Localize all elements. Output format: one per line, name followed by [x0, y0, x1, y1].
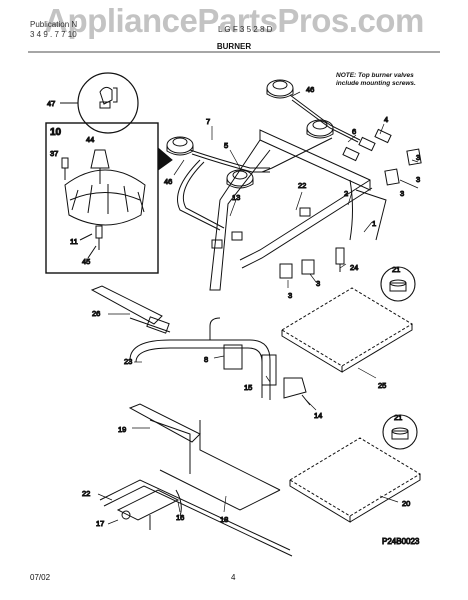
callout-15: 15 — [244, 383, 252, 392]
part-24 — [335, 247, 345, 272]
part-15 — [261, 354, 277, 386]
top-burner-rear-right — [266, 79, 294, 99]
callout-21b: 21 — [394, 413, 402, 422]
burner-tubes — [177, 94, 361, 231]
broil-burner-19 — [128, 403, 201, 474]
top-burner-left — [166, 136, 194, 156]
top-burner-right — [306, 119, 334, 139]
callout-2: 2 — [344, 189, 348, 198]
callout-18: 18 — [220, 515, 228, 524]
diagram-code: P24B0023 — [382, 537, 420, 546]
valves — [211, 128, 392, 249]
part-8 — [223, 344, 243, 370]
footer-page-number: 4 — [231, 573, 236, 582]
callout-44: 44 — [86, 135, 94, 144]
callout-4: 4 — [384, 115, 388, 124]
oven-burner-tube-23 — [129, 317, 271, 400]
mounting-plates — [279, 148, 422, 279]
detail-circle-21-lower — [382, 414, 418, 450]
inset-circle-47 — [60, 72, 139, 134]
callout-14: 14 — [314, 411, 322, 420]
callout-37: 37 — [50, 149, 58, 158]
callout-23: 23 — [124, 357, 132, 366]
ignition-wires — [349, 179, 387, 241]
callout-1: 1 — [372, 219, 376, 228]
callout-7: 7 — [206, 117, 210, 126]
publication-label: Publication N — [30, 20, 78, 29]
callout-11: 11 — [70, 237, 78, 246]
callout-24: 24 — [350, 263, 358, 272]
note-text: NOTE: Top burner valves include mounting… — [336, 72, 416, 88]
gas-manifold — [209, 129, 373, 291]
callout-46a: 46 — [164, 177, 172, 186]
valve-17 — [116, 489, 180, 530]
callout-19: 19 — [118, 425, 126, 434]
callout-47: 47 — [47, 99, 55, 108]
callout-3b: 3 — [416, 175, 420, 184]
leader-lines — [97, 91, 419, 525]
callout-3e: 3 — [316, 279, 320, 288]
callout-22b: 22 — [82, 489, 90, 498]
inset-box-10 — [45, 122, 173, 274]
callout-6: 6 — [352, 127, 356, 136]
callout-45: 45 — [82, 257, 90, 266]
callout-22a: 22 — [298, 181, 306, 190]
part-14-valve — [283, 377, 311, 406]
callout-26: 26 — [92, 309, 100, 318]
footer-date: 07/02 — [30, 573, 51, 582]
callout-13: 13 — [232, 193, 240, 202]
callout-3c: 3 — [400, 189, 404, 198]
callout-3a: 3 — [416, 153, 420, 162]
callout-16: 16 — [176, 513, 184, 522]
note-line-1: NOTE: Top burner valves — [336, 72, 414, 79]
note-line-2: include mounting screws. — [336, 80, 416, 87]
upper-shield-25 — [281, 287, 413, 373]
inset-box-label: 10 — [50, 127, 62, 138]
detail-circle-21-upper — [380, 266, 416, 302]
callout-17: 17 — [96, 519, 104, 528]
part-16 — [175, 489, 182, 517]
publication-number: 3 4 9 . 7 7 10 — [30, 30, 77, 39]
watermark: AppliancePartsPros.com — [44, 2, 424, 39]
callout-46b: 46 — [306, 85, 314, 94]
callout-8: 8 — [204, 355, 208, 364]
top-burner-center — [226, 169, 254, 189]
callout-20: 20 — [402, 499, 410, 508]
callout-25: 25 — [378, 381, 386, 390]
model-number: L G F 3 5 2 8 D — [218, 25, 273, 34]
callout-21a: 21 — [392, 265, 400, 274]
callout-3d: 3 — [288, 291, 292, 300]
oven-igniter-26 — [90, 285, 171, 334]
lower-tube-18 — [99, 420, 293, 557]
lower-shield-20 — [289, 437, 421, 523]
section-title: BURNER — [216, 42, 252, 51]
callout-5: 5 — [224, 141, 228, 150]
